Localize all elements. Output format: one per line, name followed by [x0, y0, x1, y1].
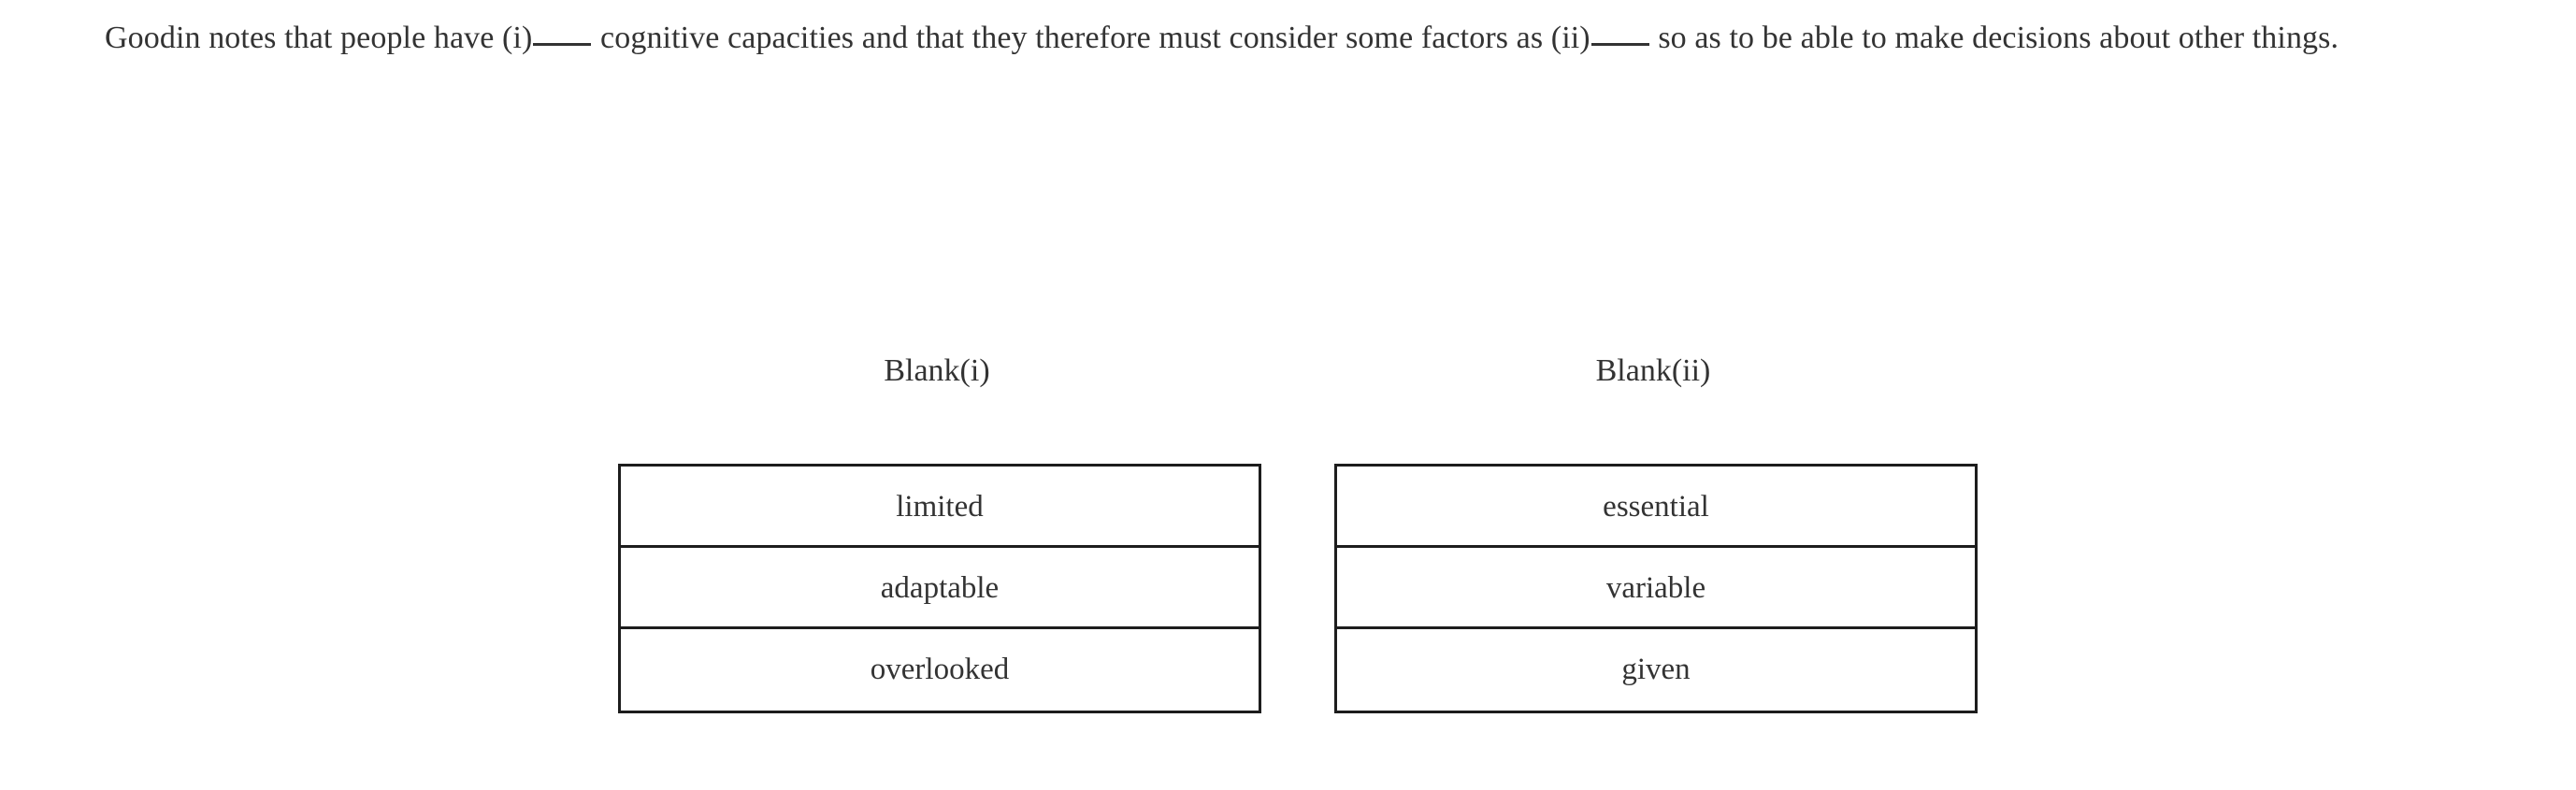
- blank-column-ii: Blank(ii) essential variable given: [1334, 353, 1978, 713]
- question-text-part-one: Goodin notes that people have (i): [105, 21, 533, 55]
- answer-choice-area: Blank(i) limited adaptable overlooked Bl…: [618, 353, 1978, 713]
- question-text-part-three: so as to be able to make decisions about…: [1649, 21, 2339, 55]
- choice-table-blank-i: limited adaptable overlooked: [618, 464, 1261, 713]
- choice-option-i-3[interactable]: overlooked: [621, 629, 1259, 711]
- choice-table-blank-ii: essential variable given: [1334, 464, 1978, 713]
- column-header-blank-i: Blank(i): [884, 353, 990, 388]
- question-prompt: Goodin notes that people have (i) cognit…: [105, 7, 2498, 69]
- choice-option-ii-1[interactable]: essential: [1337, 467, 1975, 548]
- blank-one-rule: [532, 21, 592, 55]
- choice-option-ii-3[interactable]: given: [1337, 629, 1975, 711]
- blank-two-rule: [1590, 21, 1650, 55]
- column-header-blank-ii: Blank(ii): [1595, 353, 1711, 388]
- question-text-part-two: cognitive capacities and that they there…: [592, 21, 1590, 55]
- choice-option-i-1[interactable]: limited: [621, 467, 1259, 548]
- blank-column-i: Blank(i) limited adaptable overlooked: [618, 353, 1261, 713]
- choice-option-ii-2[interactable]: variable: [1337, 548, 1975, 629]
- choice-option-i-2[interactable]: adaptable: [621, 548, 1259, 629]
